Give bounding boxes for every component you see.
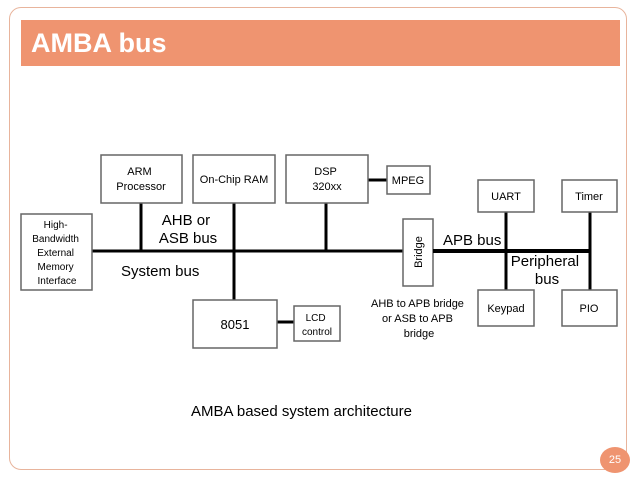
mpeg-label: MPEG [392,175,424,187]
ahb-bus-label: AHB or ASB bus [159,212,217,247]
page-number-badge: 25 [600,447,630,473]
slide-title: AMBA bus [31,28,167,58]
mpeg-box [386,165,431,195]
arm-processor-box [100,154,183,204]
cpu-8051-label: 8051 [221,317,250,332]
page-number: 25 [608,454,622,466]
keypad-label: Keypad [487,303,524,315]
bridge-note: AHB to APB bridge or ASB to APB bridge [371,298,467,340]
slide-caption: AMBA based system architecture [191,403,412,420]
on-chip-ram-box [192,154,276,204]
uart-label: UART [491,191,521,203]
pio-label: PIO [580,303,599,315]
dsp-label: DSP 320xx [312,166,342,193]
node-boxes [20,154,618,349]
on-chip-ram-label: On-Chip RAM [200,174,268,186]
bridge-label: Bridge [413,236,425,268]
uart-box [477,179,535,213]
keypad-box [477,289,535,327]
system-bus-label: System bus [121,263,199,280]
lcd-control-box [293,305,341,342]
apb-bus-label: APB bus [443,232,501,249]
dsp-box [285,154,369,204]
slide-frame [9,7,627,470]
title-bar: AMBA bus [21,20,620,66]
arm-processor-label: ARM Processor [116,166,166,193]
timer-label: Timer [575,191,603,203]
lcd-control-label: LCD control [302,313,332,338]
timer-box [561,179,618,213]
memory-interface-label: High- Bandwidth External Memory Interfac… [32,220,81,287]
pio-box [561,289,618,327]
cpu-8051-box [192,299,278,349]
memory-interface-box [20,213,93,291]
peripheral-bus-label: Peripheral bus [511,253,584,288]
